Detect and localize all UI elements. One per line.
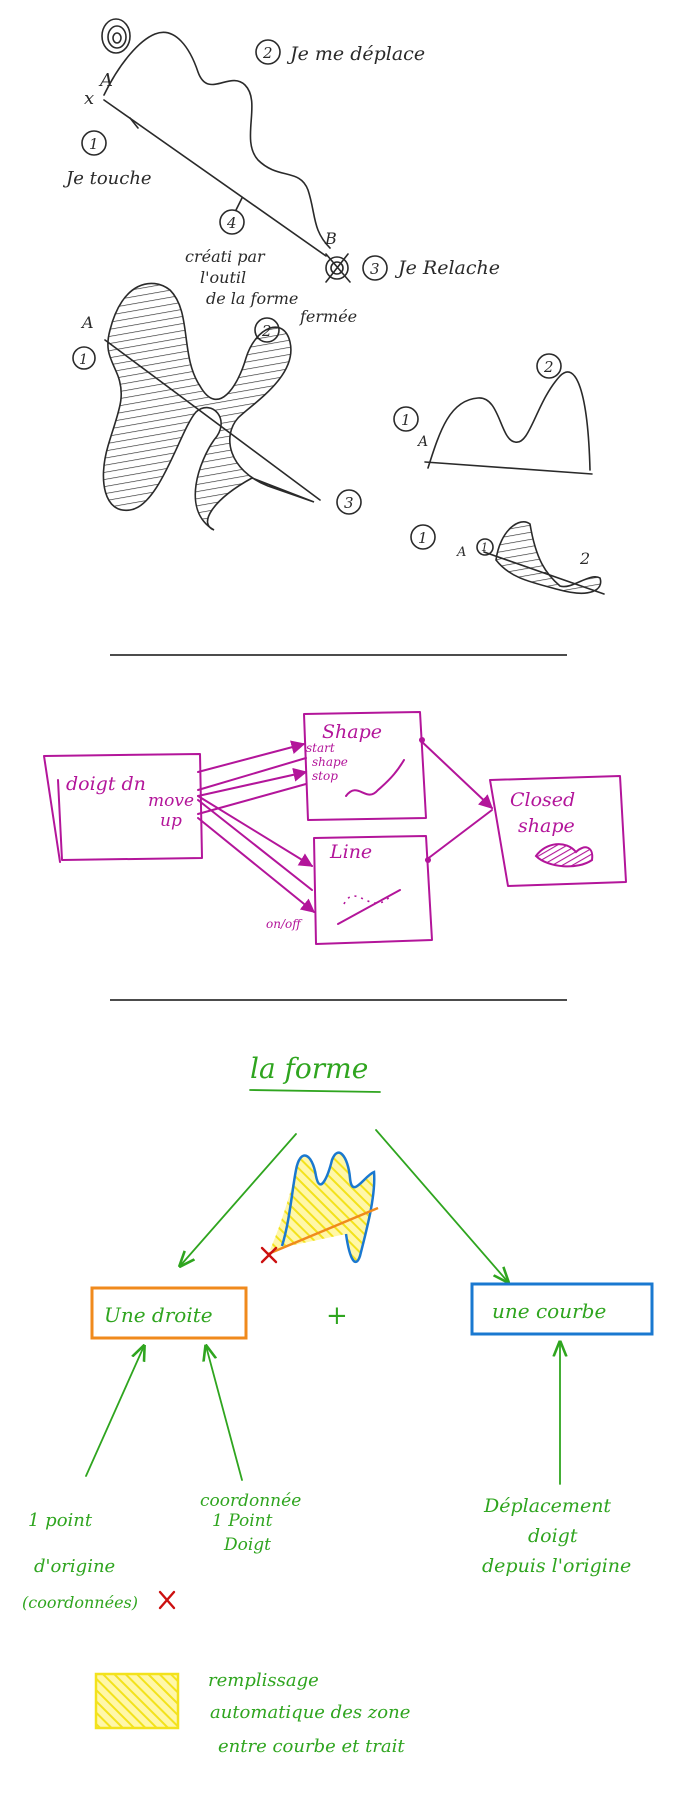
step2-label: Je me déplace	[286, 43, 425, 65]
point-a-label: A	[98, 70, 113, 91]
sketch3-circle1	[393, 406, 419, 432]
x-mark: x	[84, 88, 94, 109]
plus-sign: +	[326, 1301, 348, 1331]
step4-line3: de la forme	[206, 289, 298, 308]
line-box-segment	[337, 889, 401, 925]
step1-label: Je touche	[62, 168, 152, 189]
curve-baseline-sketch	[424, 371, 593, 475]
sketch2-circle3	[336, 489, 362, 515]
legend-line2: automatique des zone	[210, 1702, 410, 1723]
sketch4-num1b: 1	[481, 541, 488, 554]
shape-box-title: Shape	[322, 721, 382, 743]
closed-box-line1: Closed	[510, 789, 575, 811]
step4-line1: créati par	[185, 247, 266, 266]
legend-line3: entre courbe et trait	[218, 1736, 405, 1757]
concept-title: la forme	[250, 1052, 368, 1085]
note1-line2: d'origine	[34, 1556, 115, 1577]
arrow-note1	[85, 1346, 144, 1477]
sketch3-point-a: A	[416, 434, 428, 450]
note1-x-icon	[158, 1590, 176, 1610]
arrow-to-droite	[180, 1133, 297, 1266]
sketch4-circle1b	[476, 538, 494, 556]
note2-line3: Doigt	[223, 1535, 271, 1555]
step4-number: 4	[226, 214, 237, 232]
concept-title-underline	[249, 1089, 381, 1093]
legend-line1: remplissage	[208, 1670, 319, 1691]
central-shape-illustration	[260, 1151, 379, 1264]
closed-box-filled-icon	[534, 843, 594, 868]
finger-events-box	[43, 753, 203, 863]
note1-line1: 1 point	[28, 1510, 93, 1531]
step4-line4: fermée	[299, 307, 357, 326]
sketch2-num1: 1	[79, 352, 88, 368]
step3-number: 3	[370, 260, 380, 278]
small-hatched-curve	[483, 521, 605, 595]
magenta-diagram-section: doigt dn move up Shape start shape stop …	[43, 711, 627, 945]
sketch3-num2: 2	[543, 358, 554, 376]
sketch4-circle1	[410, 524, 436, 550]
sketch4-num1: 1	[418, 529, 428, 547]
release-scribble-icon	[325, 253, 351, 283]
line-box-title: Line	[329, 841, 372, 863]
sketch3-num1: 1	[401, 411, 411, 429]
sketch3-circle2	[536, 353, 562, 379]
concept-section: la forme Une droite + une courbe 1 point…	[22, 1052, 654, 1757]
step1-number: 1	[89, 135, 99, 153]
diagram-connections	[197, 737, 494, 913]
point-b-label: B	[324, 229, 337, 248]
closed-box-line2: shape	[518, 815, 575, 837]
origin-x-icon	[260, 1246, 278, 1264]
note3-line3: depuis l'origine	[482, 1555, 631, 1577]
sketch4-point-a: A	[456, 545, 466, 560]
shape-box-stop: stop	[312, 769, 338, 783]
step2-number: 2	[262, 44, 273, 62]
shape-box-start: start	[306, 741, 335, 755]
closed-shape-box	[489, 775, 627, 887]
arrow-note2	[206, 1346, 243, 1481]
note3-line1: Déplacement	[483, 1495, 611, 1517]
line-box-side: on/off	[266, 917, 303, 931]
step3-circle	[362, 255, 388, 281]
pencil-sketch-section: x A 1 Je touche 2 Je me déplace 4 créati…	[62, 18, 605, 595]
finger-box-up: up	[160, 811, 182, 831]
shape-box-shape: shape	[312, 755, 348, 769]
courbe-box	[470, 1282, 654, 1336]
sketch2-circle1	[72, 346, 96, 370]
spiral-scribble-icon	[101, 18, 131, 54]
arrow-to-courbe	[375, 1129, 508, 1282]
sketch2-point-a: A	[80, 313, 94, 332]
hatched-shape-sketch	[102, 282, 321, 531]
droite-box-label: Une droite	[104, 1303, 213, 1327]
note2-line2: 1 Point	[212, 1511, 273, 1531]
legend-swatch	[94, 1672, 180, 1730]
finger-box-label: doigt dn	[66, 773, 146, 795]
straight-line-a-b	[103, 99, 327, 257]
sketch2-circle2	[254, 317, 280, 343]
step4-line2: l'outil	[200, 268, 246, 287]
line-box	[313, 835, 433, 945]
note3-line2: doigt	[528, 1525, 578, 1547]
freehand-path	[103, 31, 331, 249]
sketch4-num2: 2	[579, 549, 590, 568]
shape-box-curve	[345, 759, 405, 797]
note2-line1: coordonnée	[200, 1491, 301, 1511]
sketch2-num3: 3	[344, 494, 354, 512]
step3-label: Je Relache	[394, 257, 500, 279]
courbe-box-label: une courbe	[492, 1299, 606, 1323]
step2-circle	[255, 39, 281, 65]
step1-circle	[81, 130, 107, 156]
droite-box	[90, 1286, 248, 1340]
sketch2-num2: 2	[261, 322, 272, 340]
finger-box-move: move	[148, 791, 194, 811]
step4-circle	[219, 209, 245, 235]
note1-line3: (coordonnées)	[22, 1593, 138, 1612]
